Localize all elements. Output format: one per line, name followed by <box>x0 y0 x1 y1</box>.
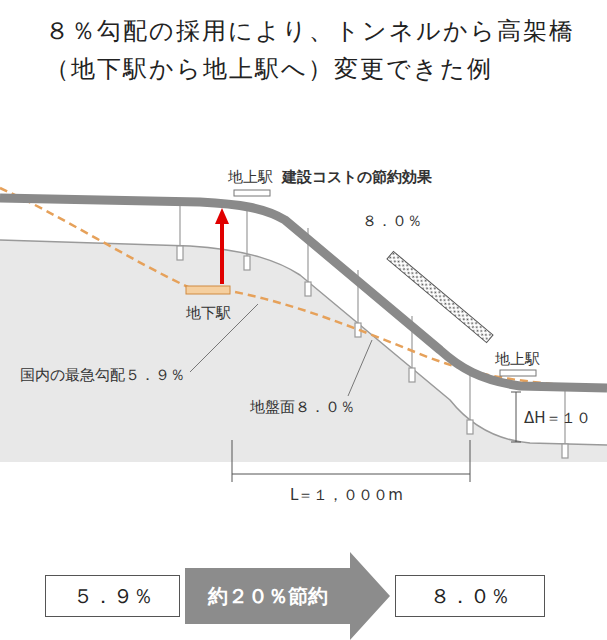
title: ８％勾配の採用により、トンネルから高架橋（地下駅から地上駅へ）変更できた例 <box>45 12 605 88</box>
station-label: 地下駅 <box>186 304 231 322</box>
value-box: ５．９％ <box>45 575 180 617</box>
pier <box>177 203 568 458</box>
dimension-label: ΔH＝１０ <box>524 409 591 427</box>
ground-line <box>0 240 607 445</box>
underground-station-icon <box>186 286 230 294</box>
tunnel-alignment <box>0 188 607 388</box>
ground-fill <box>0 240 607 462</box>
saving-arrow <box>220 222 224 284</box>
gradient-label: ８．０％ <box>362 212 422 230</box>
dimension-label: L＝１，０００m <box>290 486 403 504</box>
arrow-label: 約２０％節約 <box>208 584 328 608</box>
height-dimension <box>511 392 521 442</box>
saving-label: 建設コストの節約効果 <box>282 168 432 186</box>
station-icon <box>500 370 536 376</box>
gradient-note: 地盤面８．０％ <box>250 398 355 416</box>
gradient-note: 国内の最急勾配５．９％ <box>20 366 185 384</box>
viaduct <box>0 198 607 388</box>
station-label: 地上駅 <box>495 350 540 368</box>
saving-arrowhead <box>215 208 229 224</box>
value-box: ８．０％ <box>395 575 545 617</box>
block-arrow <box>185 552 390 640</box>
slope-marker <box>387 251 493 342</box>
station-icon <box>234 190 270 196</box>
value-text: ８．０％ <box>430 584 510 608</box>
station-label: 地上駅 <box>228 168 273 186</box>
leader-line <box>348 340 372 396</box>
value-text: ５．９％ <box>73 584 153 608</box>
length-dimension <box>232 440 470 482</box>
